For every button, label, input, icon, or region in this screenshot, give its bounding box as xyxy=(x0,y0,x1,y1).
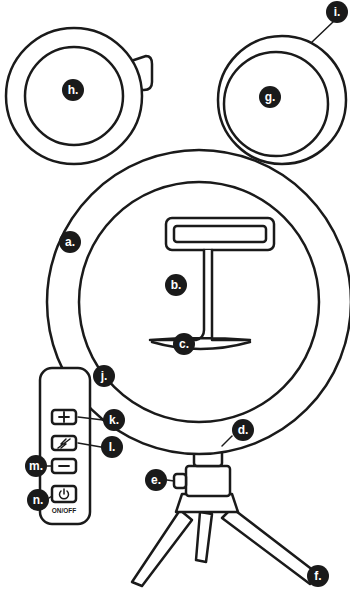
leader-line xyxy=(312,22,333,42)
holder-stem xyxy=(150,250,250,340)
button-label: ON/OFF xyxy=(52,508,77,515)
callout-letter: m. xyxy=(25,455,47,477)
tripod-leg xyxy=(132,510,192,586)
flash-icon xyxy=(58,439,70,448)
callout-letter: f. xyxy=(307,565,329,587)
diffuser-cap-inner xyxy=(25,47,123,145)
callout-letter: l. xyxy=(101,436,123,458)
callout-letter: g. xyxy=(259,86,281,108)
phone-clamp xyxy=(166,218,274,250)
callout-letter: k. xyxy=(103,409,125,431)
phone-clamp-inner xyxy=(174,226,266,242)
diffuser-cover-inner xyxy=(224,52,328,156)
lock-knob xyxy=(174,474,186,488)
minus-icon xyxy=(59,465,69,467)
leader-line xyxy=(222,436,232,446)
holder-base xyxy=(152,342,250,349)
tripod-leg xyxy=(222,508,318,584)
ring-light-outer xyxy=(47,150,350,454)
callout-letter: e. xyxy=(145,469,167,491)
diffuser-cover xyxy=(218,36,346,164)
plus-icon xyxy=(59,412,69,422)
callout-letter: b. xyxy=(165,274,187,296)
plus-button xyxy=(52,410,76,424)
callout-letter: h. xyxy=(62,79,84,101)
callout-letter: c. xyxy=(173,333,195,355)
diffuser-cap xyxy=(6,28,142,164)
leader-line xyxy=(47,465,52,467)
callout-letter: n. xyxy=(27,489,49,511)
power-button xyxy=(52,486,76,502)
leader-line xyxy=(167,480,174,481)
ring-light-inner xyxy=(79,182,319,422)
leader-line xyxy=(78,443,101,447)
flash-button xyxy=(52,436,76,450)
callout-letter: d. xyxy=(232,419,254,441)
minus-button xyxy=(52,459,76,473)
leader-line xyxy=(49,496,52,498)
callout-letter: j. xyxy=(93,365,115,387)
tripod-leg xyxy=(196,512,212,562)
ball-head xyxy=(186,466,230,496)
leader-line xyxy=(78,417,103,420)
callout-letter: i. xyxy=(326,1,348,23)
power-icon xyxy=(60,489,69,499)
callout-letter: a. xyxy=(59,231,81,253)
